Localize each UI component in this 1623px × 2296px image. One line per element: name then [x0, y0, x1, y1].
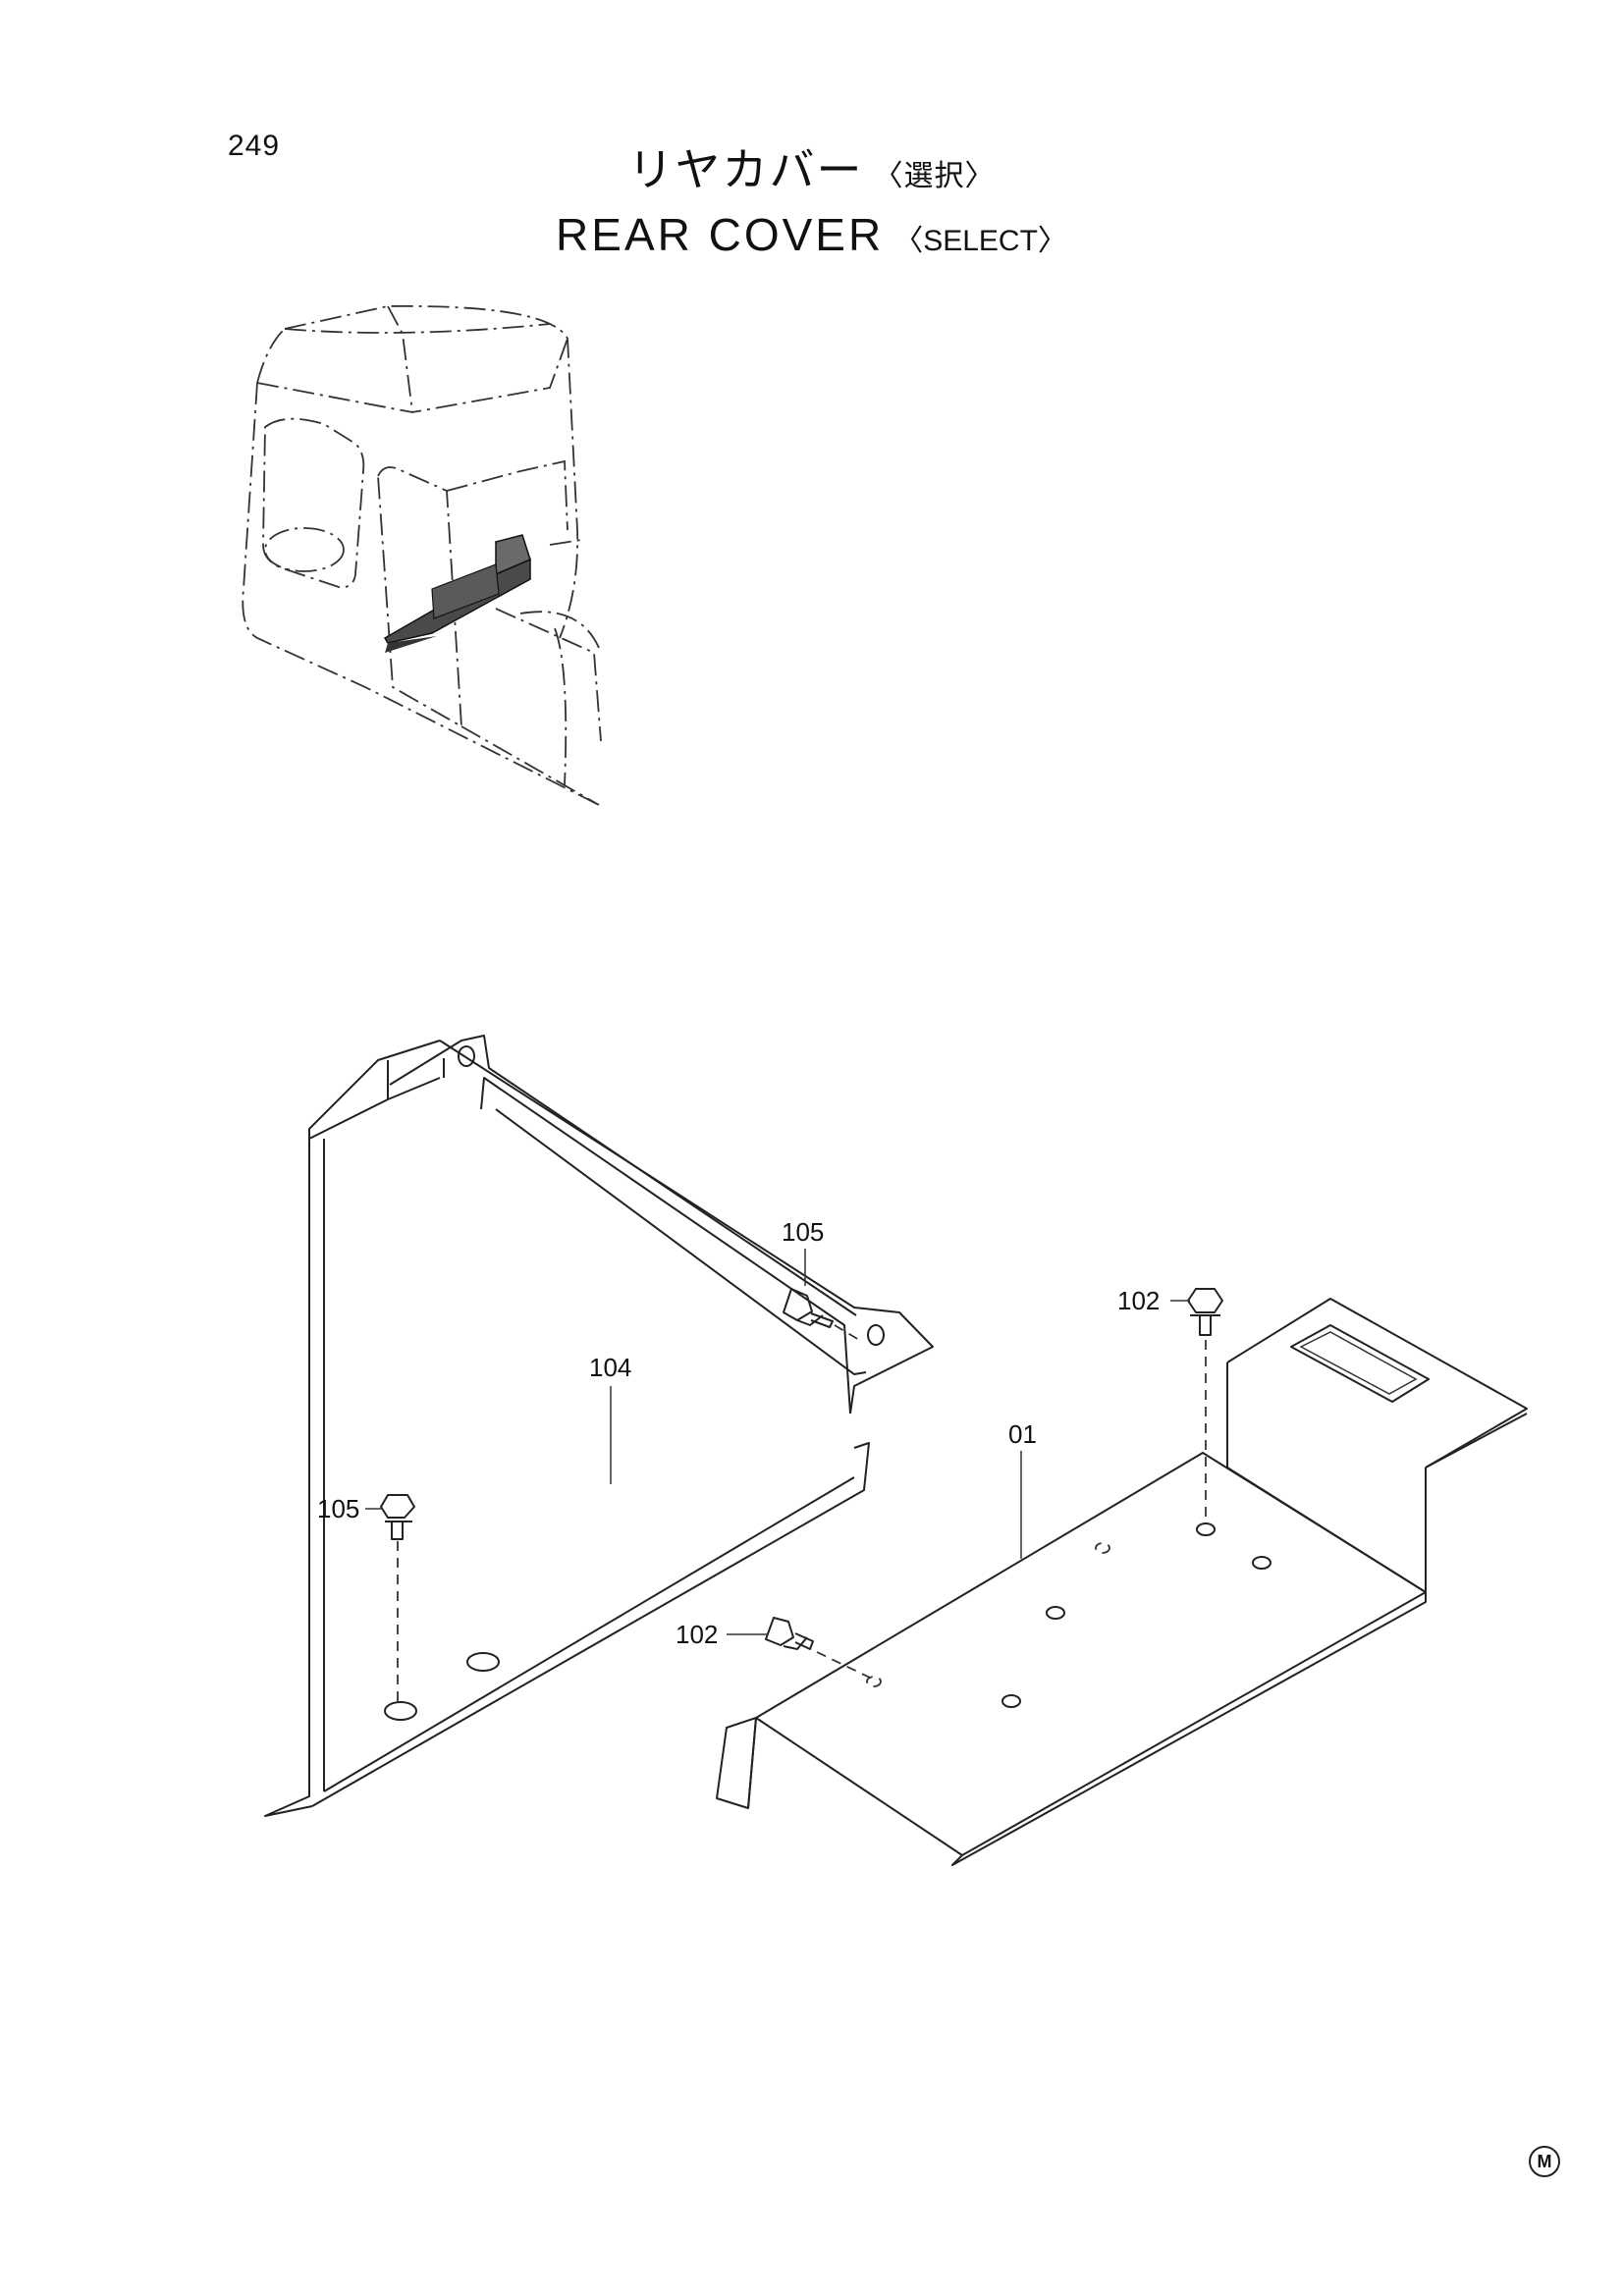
- bolt-102-bottom: [765, 1617, 873, 1680]
- mount-hole: [867, 1324, 885, 1346]
- title-japanese: リヤカバー〈選択〉: [0, 147, 1623, 192]
- slot-hole: [384, 1701, 417, 1721]
- title-english: REAR COVER〈SELECT〉: [0, 212, 1623, 257]
- title-japanese-suffix: 〈選択〉: [873, 159, 996, 193]
- bolt-hole: [1252, 1556, 1271, 1570]
- title-english-main: REAR COVER: [556, 209, 885, 260]
- callout-01: 01: [1008, 1419, 1037, 1449]
- corner-mark: M: [1529, 2146, 1560, 2177]
- rear-cover-highlight: [383, 534, 531, 653]
- slot-hole: [466, 1652, 500, 1672]
- page-title: リヤカバー〈選択〉 REAR COVER〈SELECT〉: [0, 147, 1623, 257]
- callout-105-top: 105: [782, 1217, 824, 1247]
- callout-104: 104: [589, 1353, 631, 1382]
- part-01-cover: [716, 1298, 1528, 1866]
- front-window-oval: [264, 527, 345, 572]
- title-english-suffix: 〈SELECT〉: [893, 225, 1067, 257]
- bolt-hole: [1046, 1606, 1065, 1620]
- page-number: 249: [228, 130, 281, 162]
- hidden-hole: [866, 1676, 882, 1687]
- callout-102-top: 102: [1117, 1286, 1160, 1315]
- part-104-cover: [264, 1035, 934, 1817]
- callout-105-left: 105: [317, 1494, 359, 1523]
- bolt-102-top: [1187, 1288, 1223, 1523]
- cab-location-view: [242, 304, 602, 806]
- bolt-105-left: [380, 1494, 415, 1708]
- title-japanese-main: リヤカバー: [627, 143, 864, 196]
- bolt-hole: [1196, 1522, 1216, 1536]
- bolt-hole: [1001, 1694, 1021, 1708]
- bolt-105-top: [783, 1288, 860, 1341]
- callout-102-bottom: 102: [676, 1620, 718, 1649]
- leader-lines: [365, 1249, 1190, 1635]
- hidden-hole: [1095, 1542, 1110, 1554]
- mount-hole: [458, 1045, 475, 1067]
